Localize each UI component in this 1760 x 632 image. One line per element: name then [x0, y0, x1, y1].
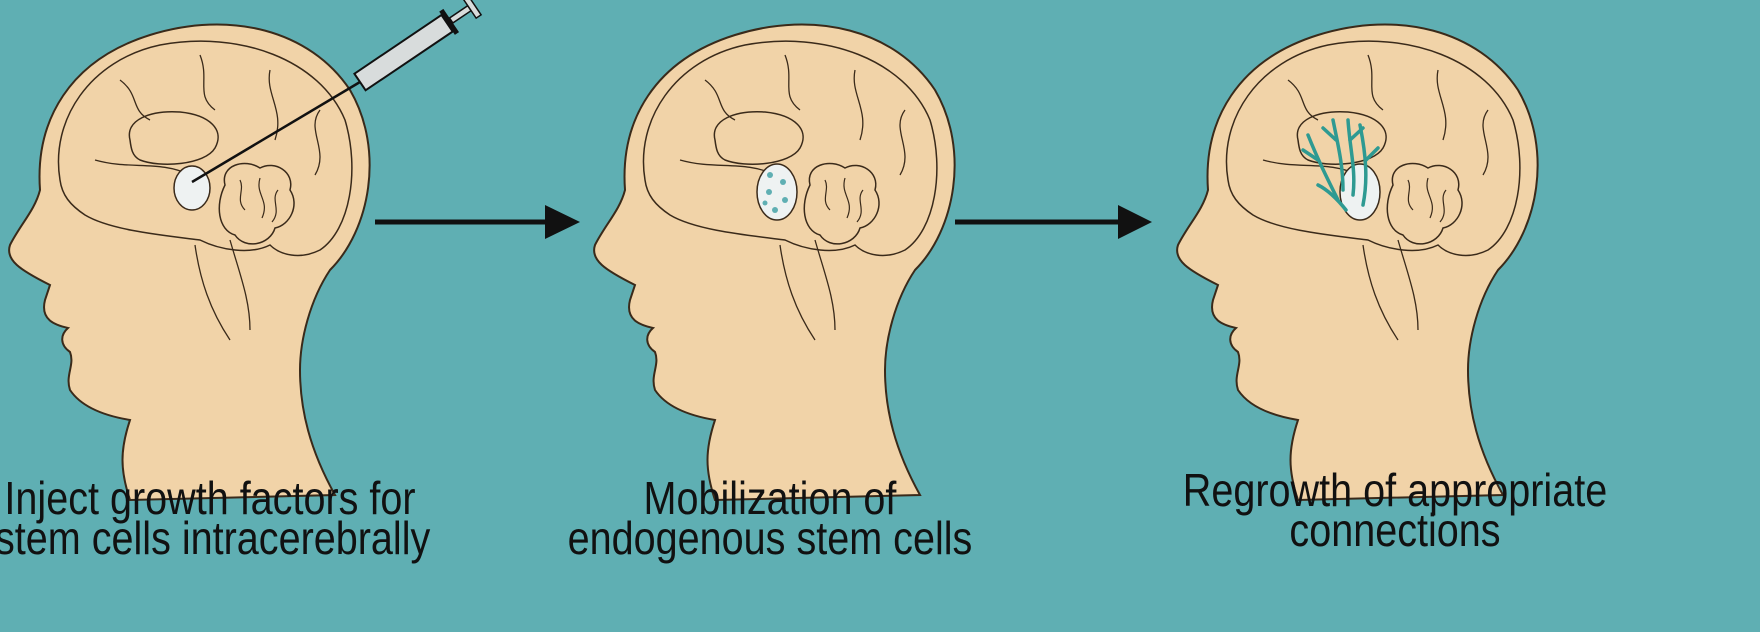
caption-2: Mobilization of endogenous stem cells — [555, 478, 985, 558]
caption-3: Regrowth of appropriate connections — [1154, 470, 1636, 550]
arrow-1-head — [545, 205, 580, 239]
panel-1-head — [9, 24, 370, 500]
panel-2-head — [594, 24, 955, 500]
caption-1-line-2: stem cells intracerebrally — [0, 518, 425, 558]
caption-2-line-2: endogenous stem cells — [555, 518, 985, 558]
arrow-2-head — [1118, 205, 1152, 239]
injection-site — [174, 166, 210, 210]
panel-3-head — [1177, 24, 1538, 500]
caption-3-line-2: connections — [1154, 510, 1636, 550]
caption-1: Inject growth factors for stem cells int… — [0, 478, 425, 558]
